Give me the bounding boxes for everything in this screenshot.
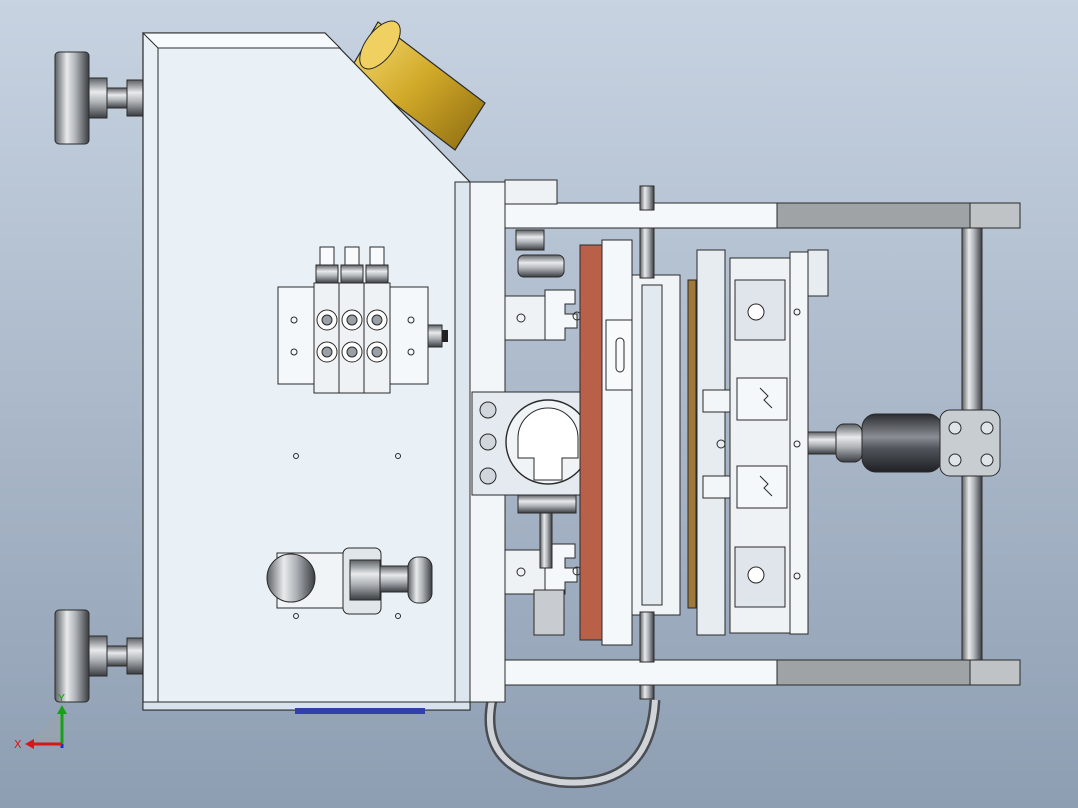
leveling-foot-bottom [54, 609, 144, 703]
pressure-regulator [266, 547, 433, 615]
solenoid-valve [363, 246, 391, 394]
y-axis-arrowhead [57, 705, 67, 714]
leveling-foot-top [54, 51, 144, 145]
valve-manifold [277, 246, 448, 394]
x-axis-label: X [14, 738, 22, 751]
coordinate-triad: Y X [14, 692, 67, 751]
x-axis-arrowhead [25, 739, 34, 749]
motor-mount [471, 391, 598, 636]
solenoid-valve [313, 246, 341, 394]
clamp-block-lower [504, 543, 582, 595]
brass-cylinder [349, 20, 486, 151]
solenoid-valve [338, 246, 366, 394]
press-plates [579, 185, 697, 700]
guide-block [696, 249, 829, 636]
y-axis-label: Y [57, 692, 65, 705]
pneumatic-actuator [807, 409, 1001, 477]
clamp-block-upper [504, 289, 582, 341]
elbow-fitting [515, 229, 565, 278]
